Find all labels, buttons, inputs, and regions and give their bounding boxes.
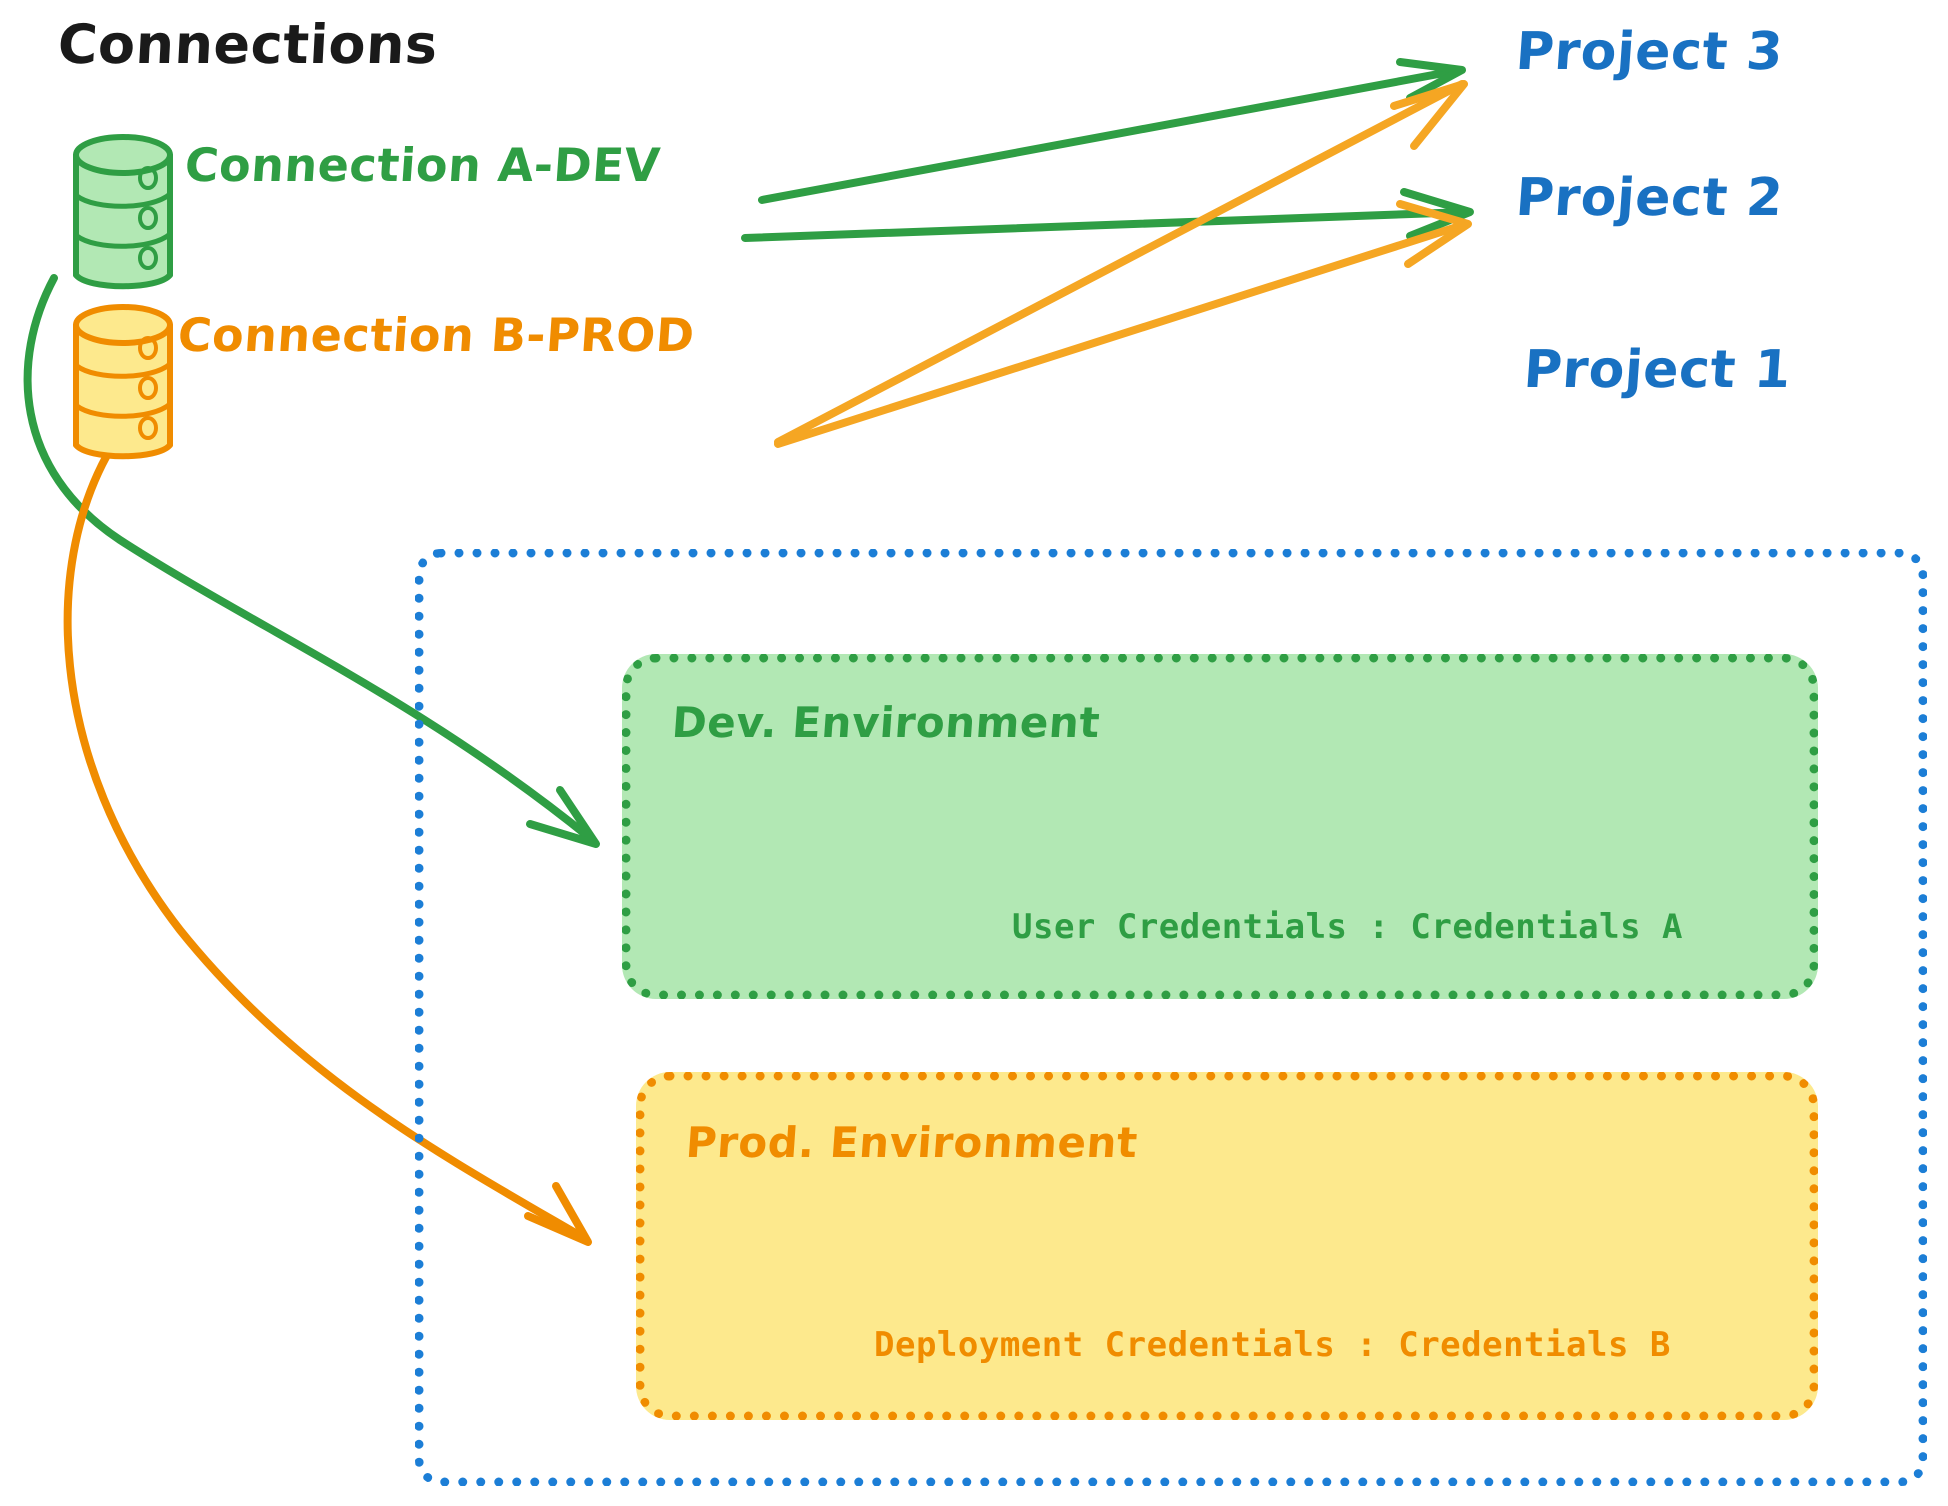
database-icon-connection-a-dev[interactable]	[73, 134, 173, 290]
edge-conn-a-to-project-2	[741, 188, 1474, 242]
edge-conn-b-to-project-3	[774, 80, 1468, 446]
prod-environment-credentials: Deployment Credentials : Credentials B	[874, 1325, 1671, 1365]
edge-conn-b-to-prod-environment	[63, 436, 592, 1246]
dev-environment-box[interactable]	[622, 654, 1818, 999]
project-3-label[interactable]: Project 3	[1513, 22, 1786, 82]
edge-conn-a-to-dev-environment	[23, 274, 600, 848]
project-1-container	[415, 549, 1927, 1486]
project-2-label[interactable]: Project 2	[1513, 168, 1786, 228]
edge-conn-b-to-project-2	[774, 200, 1472, 448]
dev-environment-title: Dev. Environment	[670, 698, 1102, 747]
dev-environment-credentials: User Credentials : Credentials A	[1012, 907, 1684, 947]
project-1-label[interactable]: Project 1	[1521, 340, 1794, 400]
database-icon-connection-b-prod[interactable]	[73, 304, 173, 460]
prod-environment-box[interactable]	[636, 1072, 1818, 1420]
prod-environment-title: Prod. Environment	[684, 1118, 1140, 1167]
edge-conn-a-to-project-3	[758, 58, 1466, 204]
connection-b-prod-label: Connection B-PROD	[176, 308, 697, 362]
connection-a-dev-label: Connection A-DEV	[183, 138, 663, 192]
page-title: Connections	[56, 13, 440, 76]
